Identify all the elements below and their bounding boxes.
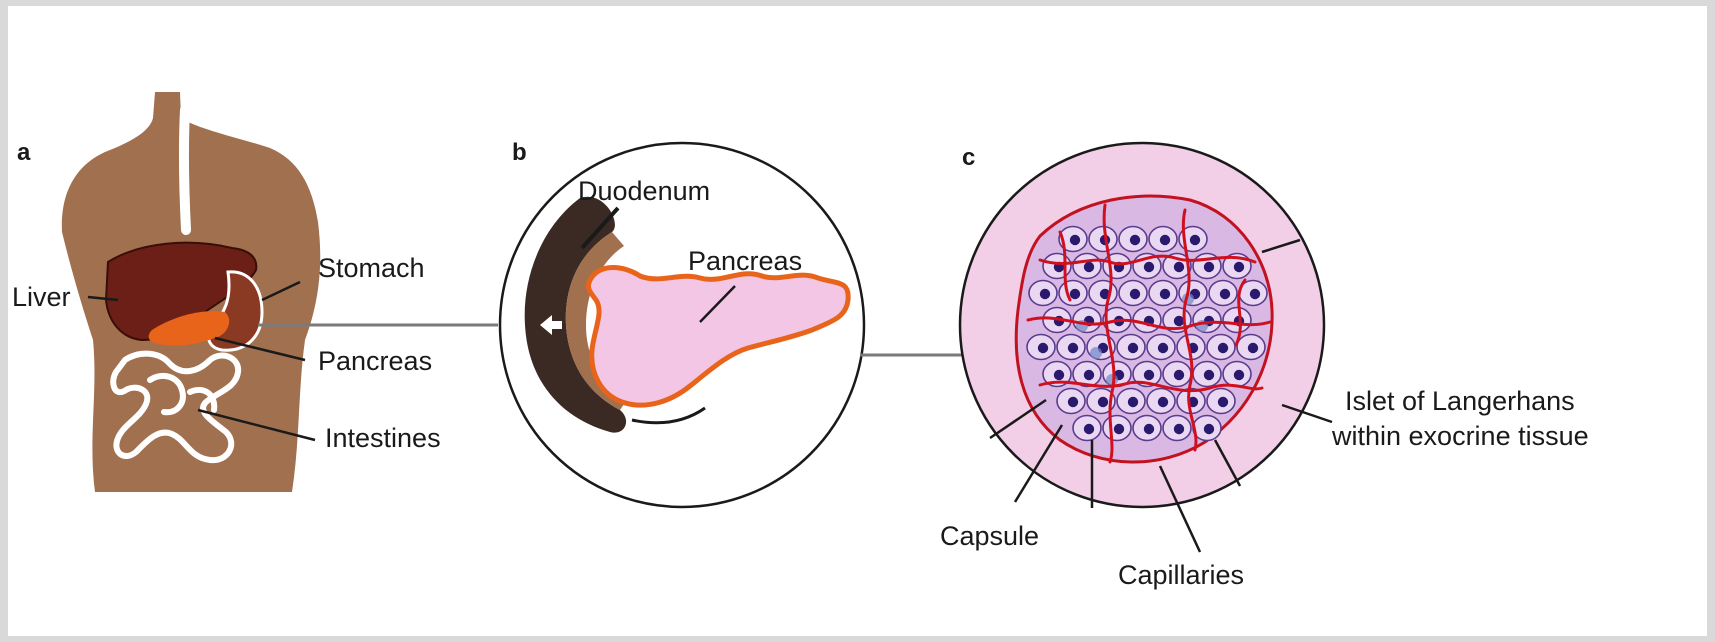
cell-nucleus (1128, 343, 1138, 353)
cell-nucleus (1054, 370, 1064, 380)
intestines-label: Intestines (325, 423, 441, 453)
cell-nucleus (1084, 262, 1094, 272)
cell-nucleus (1114, 424, 1124, 434)
cell-nucleus (1130, 235, 1140, 245)
cell-nucleus (1218, 343, 1228, 353)
islet-label-line2: within exocrine tissue (1331, 421, 1589, 451)
cell-nucleus (1204, 370, 1214, 380)
cell-nucleus (1248, 343, 1258, 353)
cell-nucleus (1234, 262, 1244, 272)
cell-nucleus (1084, 424, 1094, 434)
cell-nucleus (1174, 262, 1184, 272)
cell-nucleus (1174, 370, 1184, 380)
cell-nucleus (1160, 289, 1170, 299)
panel-a-letter: a (17, 139, 31, 166)
cell-nucleus (1204, 262, 1214, 272)
cell-nucleus (1160, 235, 1170, 245)
duodenum-label: Duodenum (578, 176, 710, 206)
cell-nucleus (1038, 343, 1048, 353)
cell-nucleus (1128, 397, 1138, 407)
capsule-label: Capsule (940, 521, 1039, 551)
cell-nucleus (1250, 289, 1260, 299)
pancreas-anatomy-diagram: a Liver Stomach Pancreas Intestines b (8, 6, 1707, 636)
cell-nucleus (1234, 370, 1244, 380)
cell-nucleus (1158, 397, 1168, 407)
cell-nucleus (1040, 289, 1050, 299)
panel-c: c Islet of Langerhans within exocrine ti… (940, 143, 1589, 590)
cell-nucleus (1218, 397, 1228, 407)
panel-c-letter: c (962, 144, 975, 171)
cell-nucleus (1158, 343, 1168, 353)
cell-nucleus (1174, 424, 1184, 434)
cell-nucleus (1070, 235, 1080, 245)
spine-line (184, 110, 186, 230)
cell-nucleus (1070, 289, 1080, 299)
panel-b-letter: b (512, 139, 527, 166)
islet-label-line1: Islet of Langerhans (1345, 386, 1575, 416)
cell-nucleus (1068, 397, 1078, 407)
capillaries-label: Capillaries (1118, 560, 1244, 590)
cell-nucleus (1144, 424, 1154, 434)
figure-frame: a Liver Stomach Pancreas Intestines b (8, 6, 1707, 636)
liver-label: Liver (12, 282, 71, 312)
cell-nucleus (1190, 235, 1200, 245)
cell-nucleus (1084, 370, 1094, 380)
cell-nucleus (1144, 370, 1154, 380)
cell-nucleus (1130, 289, 1140, 299)
pancreas-closeup-label: Pancreas (688, 246, 802, 276)
cell-nucleus (1220, 289, 1230, 299)
stomach-label: Stomach (318, 253, 425, 283)
cell-nucleus (1098, 397, 1108, 407)
cell-nucleus (1068, 343, 1078, 353)
cell-nucleus (1144, 262, 1154, 272)
cell-nucleus (1204, 424, 1214, 434)
panel-b: b Duodenum Pancreas (500, 139, 864, 507)
beta-granule (1090, 347, 1102, 359)
panel-a: a Liver Stomach Pancreas Intestines (12, 92, 441, 492)
pancreas-label: Pancreas (318, 346, 432, 376)
